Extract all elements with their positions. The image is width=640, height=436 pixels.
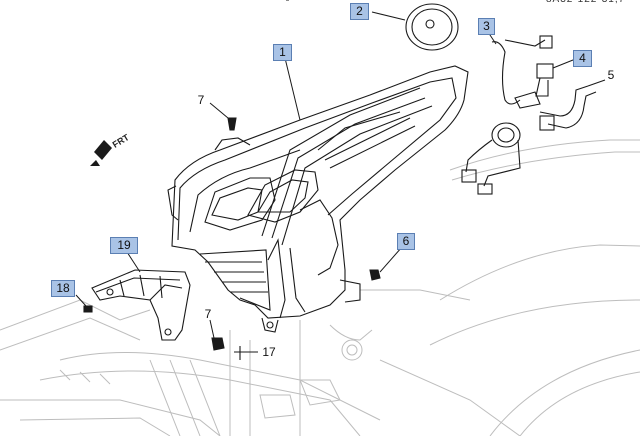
callout-5: 5 [607, 68, 615, 82]
front-direction-arrow-icon [90, 140, 112, 166]
callout-6: 6 [397, 233, 415, 250]
callout-17: 17 [262, 345, 276, 359]
harness-and-socket [461, 35, 597, 195]
callout-2: 2 [350, 3, 369, 20]
fasteners [83, 117, 381, 360]
vehicle-body-background [0, 139, 640, 436]
callout-19: 19 [110, 237, 138, 254]
callout-7-upper: 7 [197, 93, 205, 107]
callout-7-lower: 7 [204, 307, 212, 321]
callout-3: 3 [478, 18, 495, 35]
leader-lines [75, 0, 606, 353]
callout-1: 1 [273, 44, 292, 61]
dust-cap [405, 3, 459, 51]
mounting-bracket [91, 269, 191, 341]
headlamp-assembly [167, 65, 469, 333]
document-id: 8A32-122-31,7 [546, 0, 625, 5]
callout-4: 4 [573, 50, 592, 67]
callout-18: 18 [51, 280, 75, 297]
